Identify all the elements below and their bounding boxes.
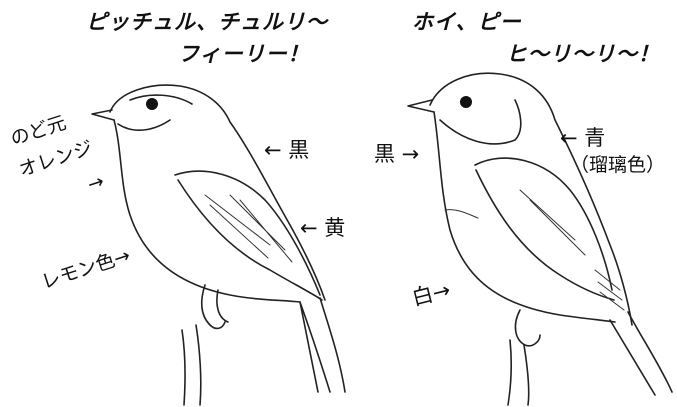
left-bird-song-line2: フィーリー！ bbox=[178, 42, 310, 66]
left-bird-back-label: ← 黒 bbox=[264, 138, 310, 162]
left-bird-drawing bbox=[91, 84, 346, 406]
right-bird-back-label: ← 青 bbox=[560, 126, 606, 150]
left-bird-wing-label: ← 黄 bbox=[300, 216, 346, 240]
right-bird-head-label: 黒 → bbox=[374, 142, 420, 166]
right-bird-song-line1: ホイ、ピー bbox=[412, 10, 522, 34]
right-bird-song-line2: ヒ〜リ〜リ〜！ bbox=[506, 42, 660, 66]
right-bird-back-note: （瑠璃色） bbox=[570, 154, 666, 176]
right-bird-drawing bbox=[407, 72, 673, 406]
left-bird-song-line1: ピッチュル、チュルリ〜 bbox=[86, 10, 328, 34]
